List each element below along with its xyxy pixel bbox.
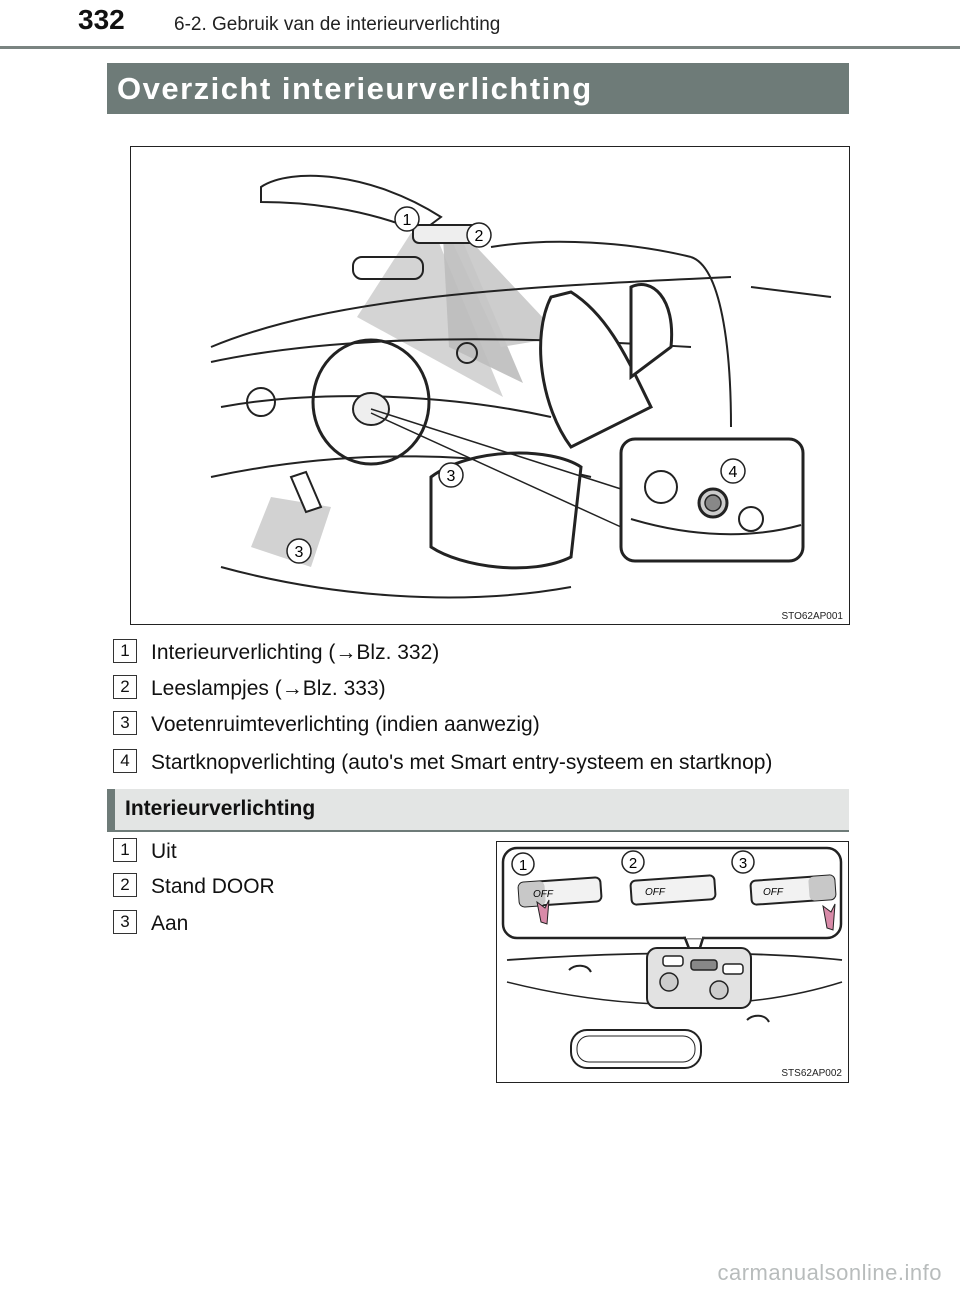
- callout-3-upper: 3: [438, 462, 464, 488]
- legend-number: 2: [113, 873, 137, 898]
- legend-number: 2: [113, 675, 137, 700]
- figure-code: STO62AP001: [781, 611, 843, 622]
- switch-position-door: OFF: [629, 874, 717, 906]
- callout-2: 2: [466, 222, 492, 248]
- legend-number: 3: [113, 711, 137, 736]
- legend-text: Aan: [151, 912, 189, 935]
- legend-item: 1 Uit: [113, 838, 177, 864]
- section-banner: Overzicht interieurverlichting: [107, 63, 849, 114]
- svg-text:3: 3: [447, 468, 456, 485]
- page-number: 332: [78, 4, 125, 35]
- legend-item: 2 Stand DOOR: [113, 873, 275, 899]
- figure-code: STS62AP002: [781, 1068, 842, 1079]
- watermark: carmanualsonline.info: [717, 1260, 942, 1285]
- svg-text:1: 1: [519, 857, 527, 874]
- legend-item: 3 Aan: [113, 910, 189, 936]
- svg-text:3: 3: [739, 855, 747, 872]
- legend-text: Stand DOOR: [151, 875, 275, 898]
- legend-text: Interieurverlichting (→Blz. 332): [151, 641, 440, 664]
- legend-number: 1: [113, 639, 137, 664]
- legend-text: Leeslampjes (→Blz. 333): [151, 677, 386, 700]
- subsection-heading: Interieurverlichting: [107, 789, 849, 832]
- switch-callout-2: 2: [621, 850, 645, 874]
- legend-text: Voetenruimteverlichting (indien aanwezig…: [151, 713, 540, 736]
- svg-text:2: 2: [475, 228, 484, 245]
- svg-text:4: 4: [729, 464, 738, 481]
- switch-callout-1: 1: [511, 852, 535, 876]
- legend-item: 1 Interieurverlichting (→Blz. 332): [113, 639, 440, 665]
- legend-item: 3 Voetenruimteverlichting (indien aanwezi…: [113, 711, 540, 737]
- svg-text:1: 1: [403, 212, 412, 229]
- interior-overview-figure: 1 2 3 3 4 STO62AP001: [130, 146, 850, 625]
- switch-position-aan: OFF: [749, 874, 837, 931]
- legend-text: Uit: [151, 840, 177, 863]
- switch-callout-3: 3: [731, 850, 755, 874]
- interior-illustration: 1 2 3 3 4: [210, 174, 832, 599]
- svg-text:2: 2: [629, 855, 637, 872]
- svg-text:3: 3: [295, 544, 304, 561]
- callout-3-lower: 3: [286, 538, 312, 564]
- legend-number: 3: [113, 910, 137, 935]
- legend-item: 4 Startknopverlichting (auto's met Smart …: [113, 749, 773, 775]
- callout-4: 4: [720, 458, 746, 484]
- legend-text: Startknopverlichting (auto's met Smart e…: [151, 751, 773, 774]
- interior-light-switch-figure: OFF OFF OFF 1 2 3: [496, 841, 849, 1083]
- legend-number: 1: [113, 838, 137, 863]
- subsection-accent-bar: [107, 789, 115, 830]
- chapter-title: 6-2. Gebruik van de interieurverlichting: [174, 14, 501, 35]
- subsection-title: Interieurverlichting: [125, 797, 316, 820]
- switch-illustration: OFF OFF OFF 1 2 3: [501, 846, 843, 1069]
- svg-text:OFF: OFF: [533, 889, 554, 900]
- legend-item: 2 Leeslampjes (→Blz. 333): [113, 675, 386, 701]
- header-rule: [0, 46, 960, 49]
- legend-number: 4: [113, 749, 137, 774]
- callout-1: 1: [394, 206, 420, 232]
- section-title: Overzicht interieurverlichting: [117, 71, 593, 106]
- svg-text:OFF: OFF: [763, 887, 784, 898]
- switch-position-uit: OFF: [517, 876, 603, 925]
- svg-text:OFF: OFF: [645, 887, 666, 898]
